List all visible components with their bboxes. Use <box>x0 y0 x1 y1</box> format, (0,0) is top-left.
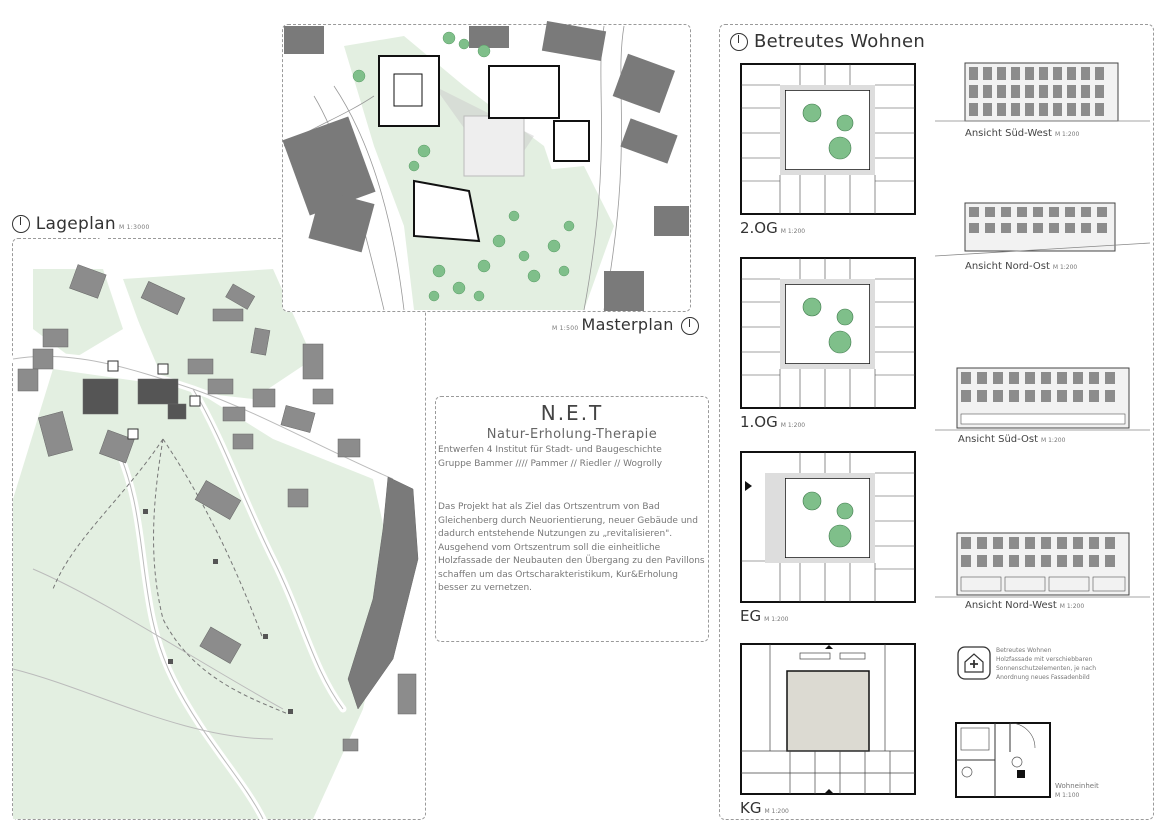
net-title: N.E.T <box>540 401 604 425</box>
north-arrow-icon <box>730 33 748 51</box>
net-paragraph: Das Projekt hat als Ziel das Ortszentrum… <box>438 502 698 539</box>
floor-plan-kg <box>740 643 916 795</box>
elevation-sued-west <box>935 62 1150 122</box>
floor-plan-1og <box>740 257 916 409</box>
north-arrow-icon <box>12 215 30 233</box>
floor-plan-eg <box>740 451 916 603</box>
net-course: Entwerfen 4 Institut für Stadt- und Baug… <box>438 445 662 455</box>
net-description: Das Projekt hat als Ziel das Ortszentrum… <box>438 501 710 596</box>
betreutes-wohnen-icon <box>957 646 991 680</box>
masterplan-map <box>282 21 689 311</box>
net-subtitle: Natur-Erholung-Therapie <box>486 427 658 442</box>
betreutes-wohnen-title: Betreutes Wohnen <box>730 31 925 52</box>
north-arrow-icon <box>681 316 700 335</box>
floor-plan-2og <box>740 63 916 215</box>
lageplan-map <box>9 235 419 823</box>
net-paragraph: Ausgehend vom Ortszentrum soll die einhe… <box>438 542 705 594</box>
net-group: Gruppe Bammer //// Pammer // Riedler // … <box>438 459 663 469</box>
wohneinheit-plan <box>955 722 1051 798</box>
legend-text: Betreutes Wohnen Holzfassade mit verschi… <box>996 647 1097 681</box>
elevation-nord-west <box>935 532 1150 598</box>
wohneinheit-label: Wohneinheit M 1:100 <box>1055 782 1099 799</box>
elevation-sued-ost <box>935 367 1150 431</box>
elevation-nord-ost <box>934 202 1151 257</box>
net-text-panel: N.E.T Natur-Erholung-Therapie Entwerfen … <box>435 396 709 642</box>
